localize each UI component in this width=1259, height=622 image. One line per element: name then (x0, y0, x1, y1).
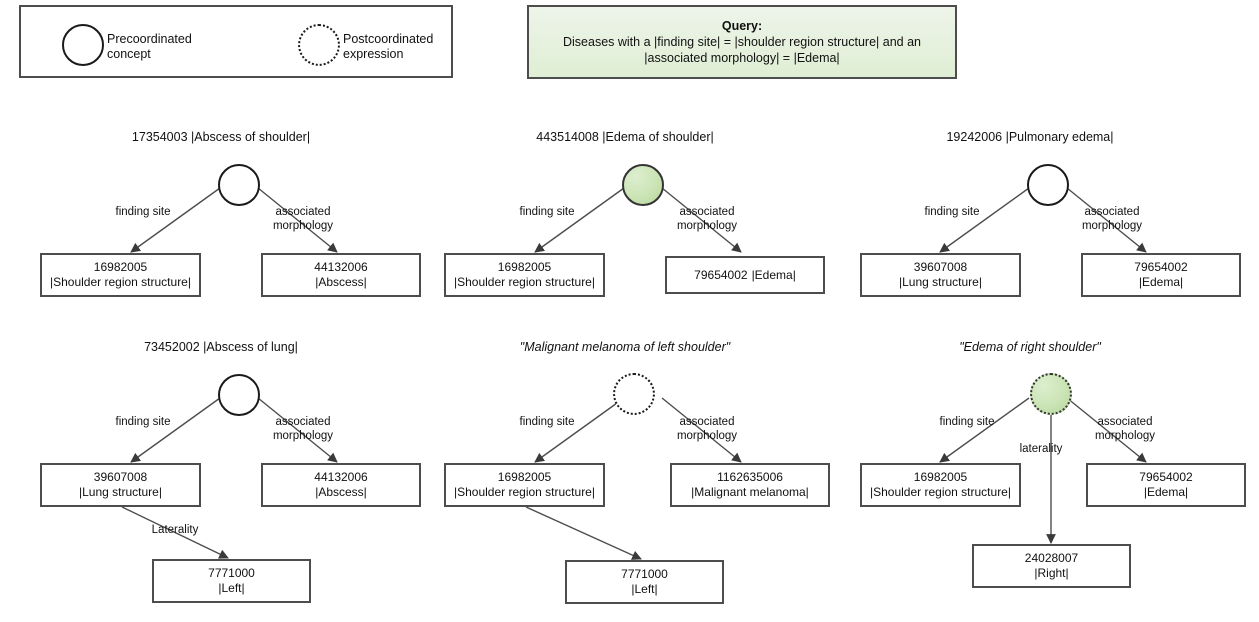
concept-box-44132006-b[interactable]: 44132006 |Abscess| (261, 463, 421, 507)
graph-title-malignant-melanoma: "Malignant melanoma of left shoulder" (519, 340, 731, 354)
edge-label-associated-morphology-2: associated morphology (670, 206, 744, 233)
edge-label-finding-site-4: finding site (115, 416, 171, 428)
graph-title-abscess-of-shoulder: 17354003 |Abscess of shoulder| (131, 130, 311, 144)
root-node-abscess-of-lung[interactable] (218, 374, 260, 416)
concept-box-1162635006[interactable]: 1162635006 |Malignant melanoma| (670, 463, 830, 507)
concept-code: 7771000 (208, 566, 255, 580)
legend-panel: Precoordinated concept Postcoordinated e… (19, 5, 453, 78)
edge-label-finding-site-2: finding site (519, 206, 575, 218)
concept-code: 16982005 (93, 260, 148, 274)
concept-term: |Abscess| (315, 485, 367, 499)
edge-label-laterality-6: laterality (1019, 443, 1063, 455)
edge-label-line1: associated (679, 206, 735, 218)
graph-title-edema-of-right-shoulder: "Edema of right shoulder" (959, 340, 1101, 354)
query-title: Query: (721, 19, 763, 33)
root-node-pulmonary-edema[interactable] (1027, 164, 1069, 206)
edge-label-laterality-4: Laterality (151, 524, 199, 536)
edge-label-associated-morphology-1: associated morphology (266, 206, 340, 233)
concept-code: 79654002 (1139, 470, 1193, 484)
edge-label-line1: associated (679, 416, 735, 428)
concept-code: 39607008 (913, 260, 968, 274)
concept-term: |Shoulder region structure| (454, 275, 595, 289)
concept-term: |Shoulder region structure| (50, 275, 191, 289)
circle-solid-icon (62, 24, 104, 66)
legend-item-postcoordinated-label: Postcoordinated expression (343, 32, 434, 61)
concept-code: 39607008 (93, 470, 148, 484)
concept-code: 16982005 (497, 470, 552, 484)
concept-code: 44132006 (314, 260, 368, 274)
concept-term: |Edema| (751, 267, 796, 282)
concept-term: |Left| (218, 581, 245, 595)
concept-box-79654002-a[interactable]: 79654002 |Edema| (665, 256, 825, 294)
edge-label-associated-morphology-6: associated morphology (1088, 416, 1162, 443)
concept-box-7771000-a[interactable]: 7771000 |Left| (152, 559, 311, 603)
concept-box-16982005-a[interactable]: 16982005 |Shoulder region structure| (40, 253, 201, 297)
query-panel: Query: Diseases with a |finding site| = … (527, 5, 957, 79)
edge-label-associated-morphology-3: associated morphology (1075, 206, 1149, 233)
concept-box-24028007[interactable]: 24028007 |Right| (972, 544, 1131, 588)
concept-code: 79654002 (1134, 260, 1188, 274)
concept-box-79654002-b[interactable]: 79654002 |Edema| (1081, 253, 1241, 297)
root-node-malignant-melanoma[interactable] (613, 373, 655, 415)
edge-label-line2: morphology (1081, 219, 1143, 232)
graph-title-pulmonary-edema: 19242006 |Pulmonary edema| (946, 130, 1114, 144)
edge-label-line2: morphology (272, 219, 334, 232)
concept-term: |Shoulder region structure| (454, 485, 595, 499)
edge-label-finding-site-6: finding site (939, 416, 995, 428)
concept-box-79654002-c[interactable]: 79654002 |Edema| (1086, 463, 1246, 507)
concept-term: |Right| (1034, 566, 1069, 580)
edge-label-line2: morphology (676, 429, 738, 442)
edge-label-finding-site-5: finding site (519, 416, 575, 428)
concept-box-39607008-b[interactable]: 39607008 |Lung structure| (40, 463, 201, 507)
edge-label-finding-site-1: finding site (115, 206, 171, 218)
query-text: Diseases with a |finding site| = |should… (563, 35, 921, 65)
concept-code: 44132006 (314, 470, 368, 484)
edge-label-line1: associated (1097, 416, 1153, 428)
concept-term: |Edema| (1143, 485, 1189, 499)
graph-title-abscess-of-lung: 73452002 |Abscess of lung| (144, 340, 298, 354)
concept-code: 7771000 (621, 567, 668, 581)
edge-label-associated-morphology-5: associated morphology (670, 416, 744, 443)
concept-box-16982005-d[interactable]: 16982005 |Shoulder region structure| (860, 463, 1021, 507)
edge-label-line1: associated (275, 416, 331, 428)
concept-term: |Edema| (1138, 275, 1184, 289)
concept-term: |Left| (631, 582, 658, 596)
concept-code: 79654002 (694, 267, 748, 282)
graph-title-edema-of-shoulder: 443514008 |Edema of shoulder| (536, 130, 714, 144)
concept-box-7771000-b[interactable]: 7771000 |Left| (565, 560, 724, 604)
concept-box-16982005-c[interactable]: 16982005 |Shoulder region structure| (444, 463, 605, 507)
edge-label-finding-site-3: finding site (924, 206, 980, 218)
circle-dotted-icon (298, 24, 340, 66)
legend-item-precoordinated-label: Precoordinated concept (107, 32, 192, 61)
concept-code: 16982005 (913, 470, 968, 484)
edge-label-line1: associated (1084, 206, 1140, 218)
edge-label-line2: morphology (1094, 429, 1156, 442)
concept-code: 1162635006 (717, 470, 783, 484)
concept-box-16982005-b[interactable]: 16982005 |Shoulder region structure| (444, 253, 605, 297)
concept-code: 16982005 (497, 260, 552, 274)
root-node-edema-of-shoulder[interactable] (622, 164, 664, 206)
root-node-edema-of-right-shoulder[interactable] (1030, 373, 1072, 415)
concept-term: |Shoulder region structure| (870, 485, 1011, 499)
concept-code: 24028007 (1024, 551, 1079, 565)
root-node-abscess-of-shoulder[interactable] (218, 164, 260, 206)
edge-label-line2: morphology (676, 219, 738, 232)
edge-label-associated-morphology-4: associated morphology (266, 416, 340, 443)
concept-term: |Abscess| (315, 275, 367, 289)
edge-label-line2: morphology (272, 429, 334, 442)
concept-term: |Lung structure| (79, 485, 162, 499)
concept-box-39607008-a[interactable]: 39607008 |Lung structure| (860, 253, 1021, 297)
edge-label-line1: associated (275, 206, 331, 218)
concept-box-44132006-a[interactable]: 44132006 |Abscess| (261, 253, 421, 297)
concept-term: |Malignant melanoma| (691, 485, 809, 499)
concept-term: |Lung structure| (899, 275, 982, 289)
